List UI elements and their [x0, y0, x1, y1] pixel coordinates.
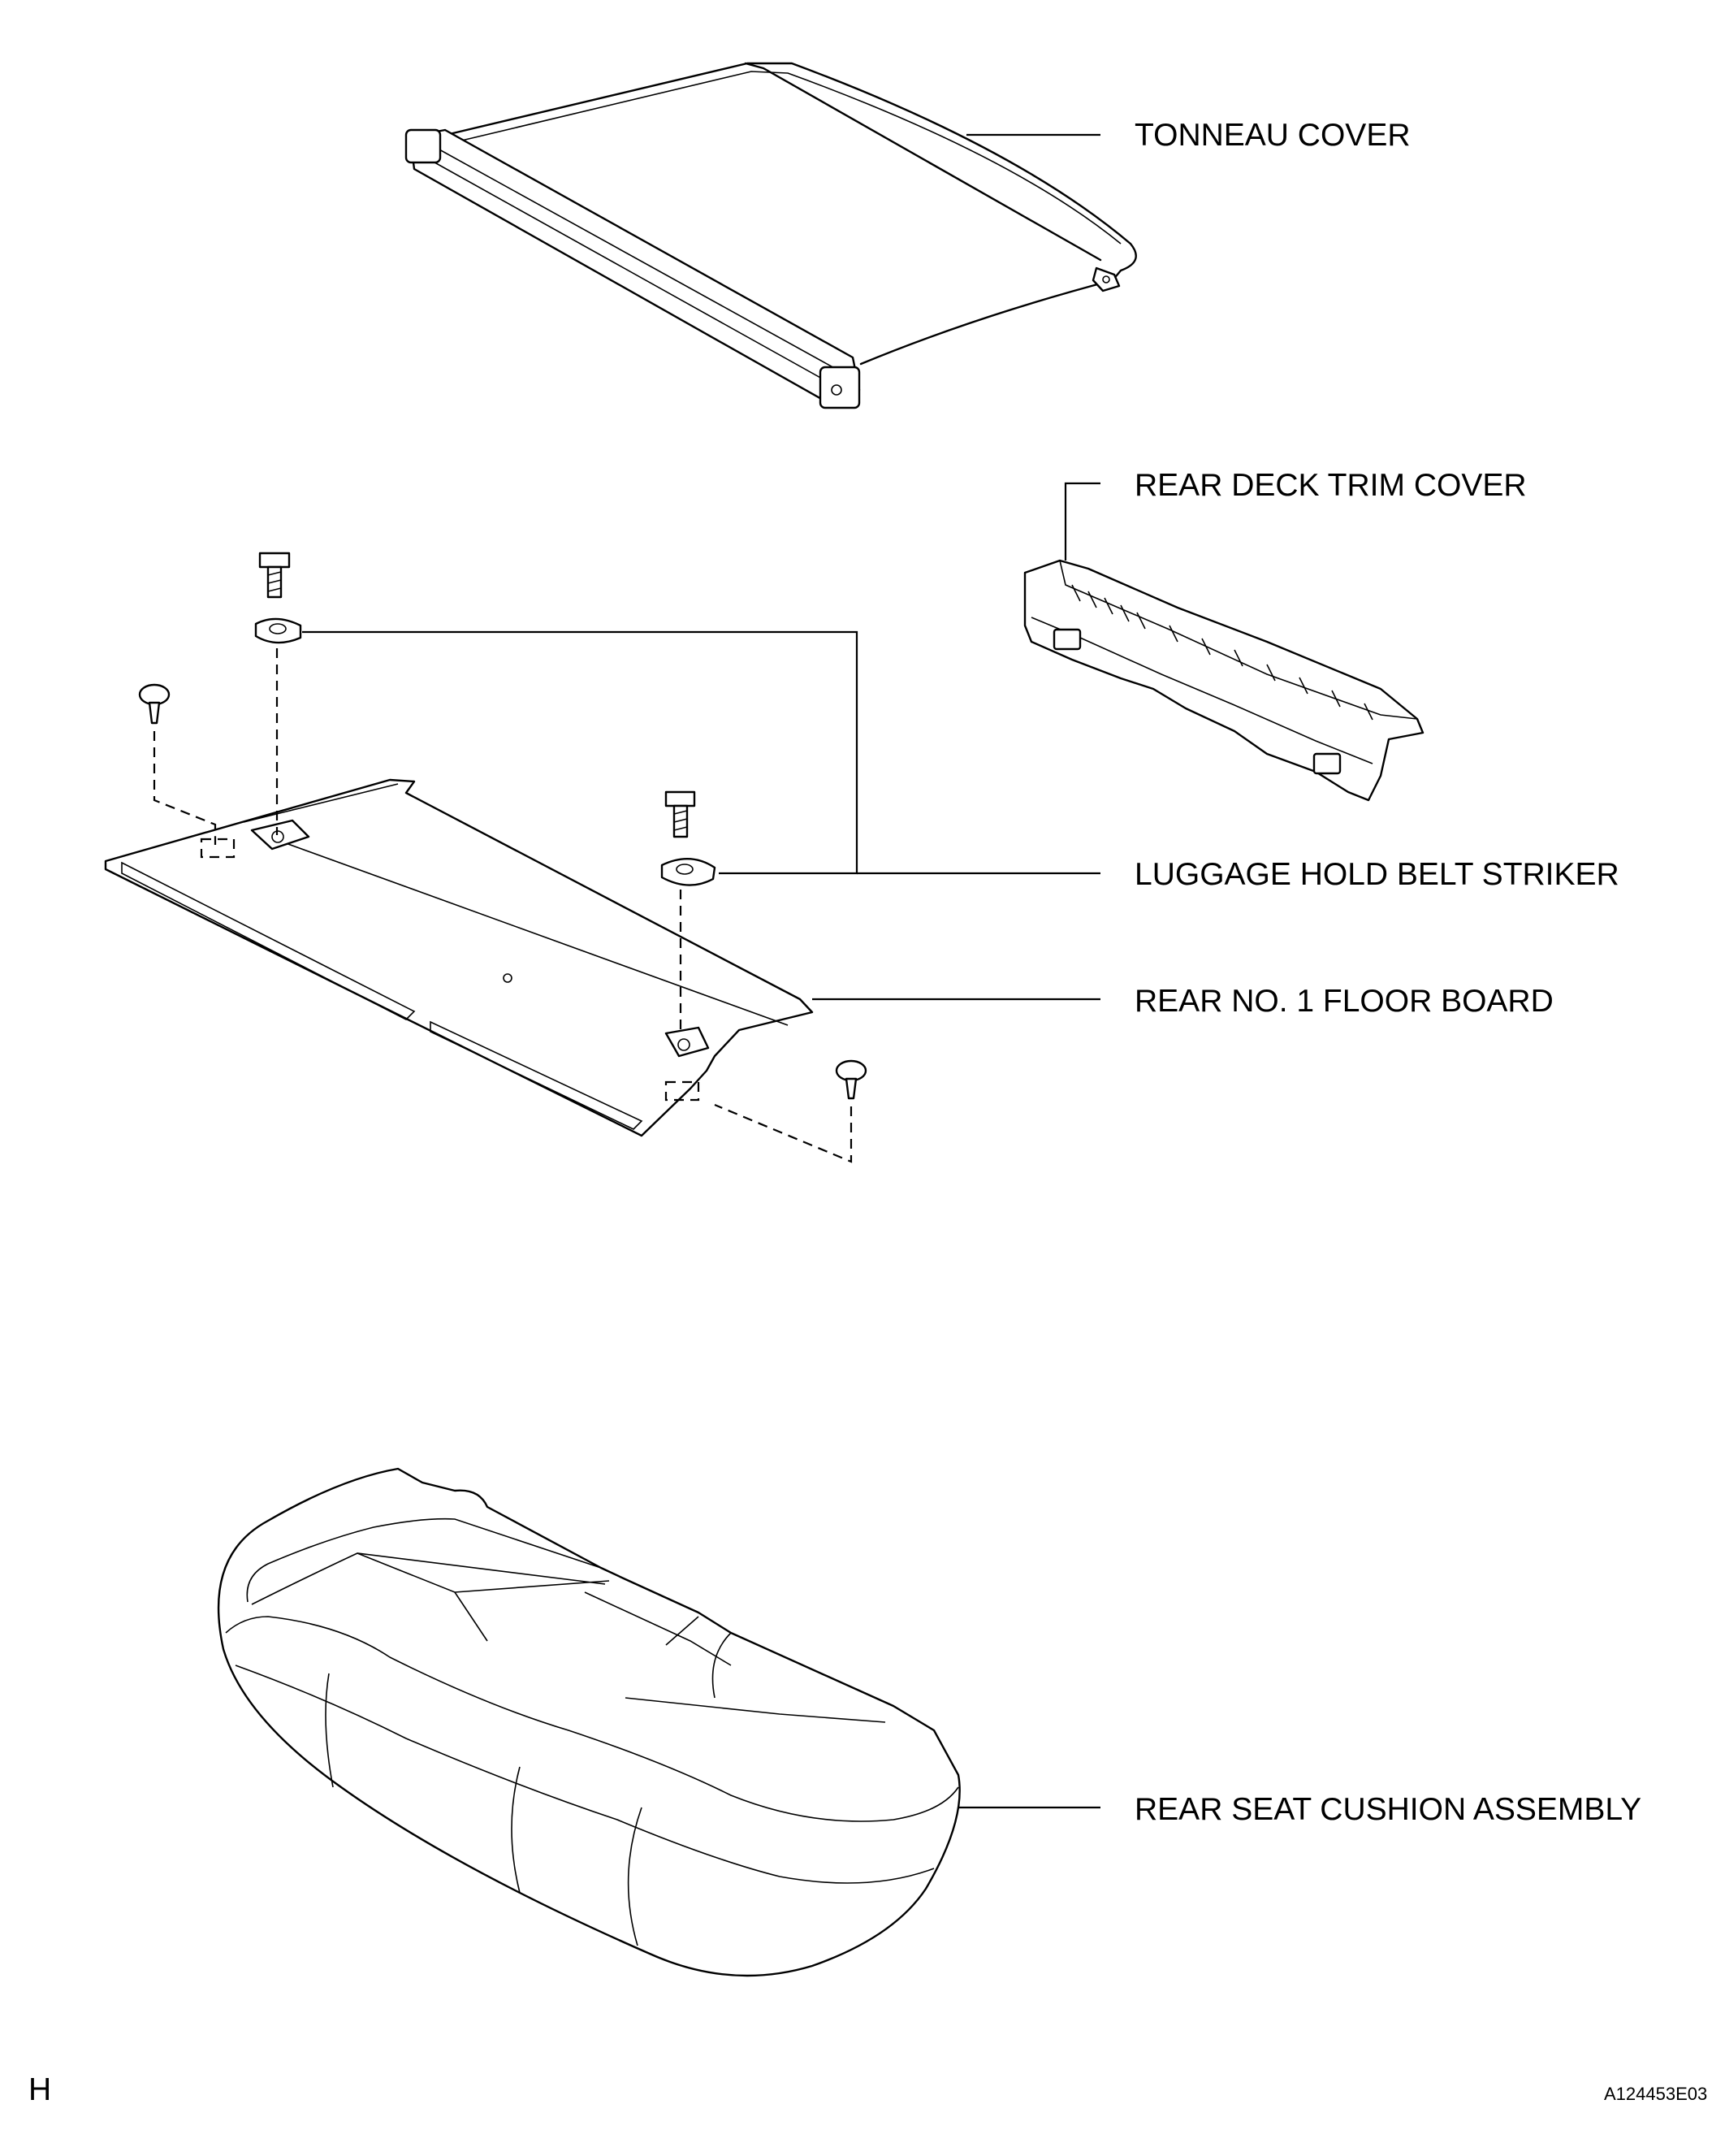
figure-id: A124453E03 [1604, 2084, 1707, 2104]
right-bolt [664, 790, 696, 838]
left-clip [138, 683, 171, 725]
striker-bracket [302, 630, 858, 875]
rear-deck-trim-cover-label: REAR DECK TRIM COVER [1135, 468, 1527, 503]
right-striker [660, 857, 716, 886]
tonneau-cover-part [404, 62, 1137, 409]
tonneau-cover-label: TONNEAU COVER [1135, 118, 1411, 153]
rear-deck-trim-cover-part [1023, 559, 1425, 802]
right-clip-dashline [714, 1103, 853, 1163]
rear-no1-floor-board-label: REAR NO. 1 FLOOR BOARD [1135, 984, 1554, 1019]
rear-deck-trim-cover-leader [1064, 482, 1100, 561]
left-clip-dashline [153, 731, 217, 845]
right-clip [835, 1059, 867, 1100]
left-bolt [258, 552, 291, 599]
corner-mark: H [28, 2072, 51, 2107]
rear-no1-floor-board-part [104, 778, 814, 1137]
luggage-hold-belt-striker-label: LUGGAGE HOLD BELT STRIKER [1135, 857, 1619, 892]
rear-seat-cushion-assembly-label: REAR SEAT CUSHION ASSEMBLY [1135, 1792, 1641, 1827]
left-striker [254, 617, 302, 644]
rear-seat-cushion-part [217, 1467, 961, 1977]
